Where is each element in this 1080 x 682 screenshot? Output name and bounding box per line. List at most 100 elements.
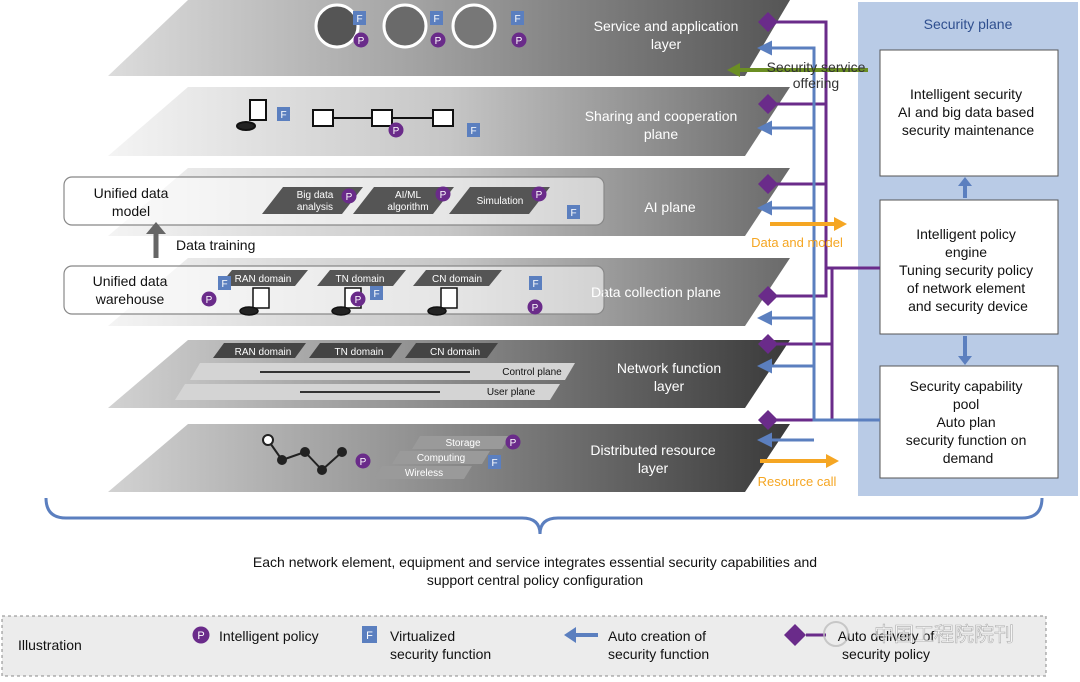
svg-text:P: P (510, 438, 517, 449)
legend-policy-item: P Intelligent policy (192, 626, 319, 644)
policy-diamond-2 (758, 94, 778, 114)
function-creation-lines (757, 40, 880, 448)
policy-diamond-3 (758, 174, 778, 194)
function-badge-7: F (218, 276, 231, 290)
engine-to-security-arrowhead (958, 177, 972, 186)
service-photo-1-icon (314, 3, 360, 49)
svg-text:F: F (532, 279, 538, 290)
legend-function-icon (362, 626, 377, 643)
storage-label: Storage (445, 438, 480, 449)
svg-text:F: F (373, 289, 379, 300)
function-badge-10: F (488, 455, 501, 469)
policy-badge-11: P (355, 453, 371, 469)
intelligent-policy-engine-text: Intelligent policy engine Tuning securit… (899, 226, 1037, 314)
function-badge-4: F (277, 107, 290, 121)
svg-text:P: P (393, 126, 400, 137)
resource-node-4-icon (317, 465, 327, 475)
svg-text:P: P (532, 303, 539, 314)
policy-badge-1: P (353, 32, 369, 48)
policy-badge-12: P (505, 434, 521, 450)
data-training-arrowhead (146, 222, 166, 234)
resource-node-5-icon (337, 447, 347, 457)
ai-plane-label: AI plane (644, 199, 696, 215)
dc-db-3-icon (427, 306, 447, 316)
intelligent-policy-engine-box (879, 199, 1059, 335)
svg-text:P: P (346, 192, 353, 203)
dc-doc-1-icon (252, 287, 270, 309)
svg-text:F: F (280, 110, 286, 121)
function-trunk (757, 40, 880, 422)
function-badge-3: F (511, 11, 524, 25)
svg-text:P: P (206, 295, 213, 306)
nf-cn-domain-label: CN domain (430, 347, 480, 358)
svg-text:F: F (356, 14, 362, 25)
policy-badge-8: P (201, 291, 217, 307)
computing-label: Computing (417, 453, 465, 464)
watermark-logo-icon (823, 621, 849, 647)
user-plane-label: User plane (487, 387, 536, 398)
policy-diamond-1 (758, 12, 778, 32)
legend-policy-icon (192, 626, 210, 644)
big-data-analysis-chip (262, 187, 363, 214)
computing-bar (392, 451, 490, 464)
legend-delivery-diamond-icon (784, 624, 806, 646)
control-plane-label: Control plane (502, 367, 562, 378)
bottom-brace (44, 497, 1044, 535)
dc-tn-domain-label: TN domain (336, 274, 385, 285)
simulation-chip (449, 187, 550, 214)
nf-ran-domain-label: RAN domain (235, 347, 292, 358)
svg-text:P: P (440, 190, 447, 201)
function-badges: F F F F F F F F F F (218, 11, 580, 469)
nf-cn-domain-chip (405, 343, 498, 358)
svg-text:F: F (514, 14, 520, 25)
dc-doc-3-icon (440, 287, 458, 309)
nf-ran-domain-chip (213, 343, 306, 358)
database-icon (236, 121, 256, 131)
svg-text:P: P (197, 630, 204, 642)
dc-ran-domain-label: RAN domain (235, 274, 292, 285)
dc-db-1-icon (239, 306, 259, 316)
intelligent-security-text: Intelligent security AI and big data bas… (898, 86, 1038, 138)
svg-text:F: F (491, 458, 497, 469)
svg-text:P: P (358, 36, 365, 47)
policy-badges: P P P P P P P P P P P P (201, 32, 547, 469)
svg-text:F: F (470, 126, 476, 137)
data-and-model-label: Data and model (751, 235, 843, 250)
wireless-label: Wireless (405, 468, 443, 479)
security-capability-pool-text: Security capability pool Auto plan secur… (906, 378, 1031, 466)
svg-text:F: F (366, 630, 373, 642)
legend-policy-label: Intelligent policy (219, 628, 319, 644)
policy-delivery-diamonds (758, 12, 778, 430)
policy-diamond-5 (758, 334, 778, 354)
data-collection-label: Data collection plane (591, 284, 721, 300)
policy-badge-3: P (511, 32, 527, 48)
svg-text:P: P (516, 36, 523, 47)
security-capability-pool-box (879, 365, 1059, 479)
legend-box (1, 615, 1047, 677)
svg-text:P: P (435, 36, 442, 47)
resource-call-label: Resource call (758, 474, 837, 489)
engine-to-pool-arrowhead (958, 356, 972, 365)
watermark: 中国工程院院刊 (823, 621, 1014, 647)
svg-text:F: F (221, 279, 227, 290)
resource-node-2-icon (277, 455, 287, 465)
function-badge-5: F (467, 123, 480, 137)
policy-badge-5: P (341, 188, 357, 204)
storage-bar (412, 436, 510, 449)
dc-cn-domain-label: CN domain (432, 274, 482, 285)
document-icon (249, 99, 267, 121)
function-badge-2: F (430, 11, 443, 25)
service-photo-icons (314, 3, 497, 49)
data-training-label: Data training (176, 237, 255, 253)
